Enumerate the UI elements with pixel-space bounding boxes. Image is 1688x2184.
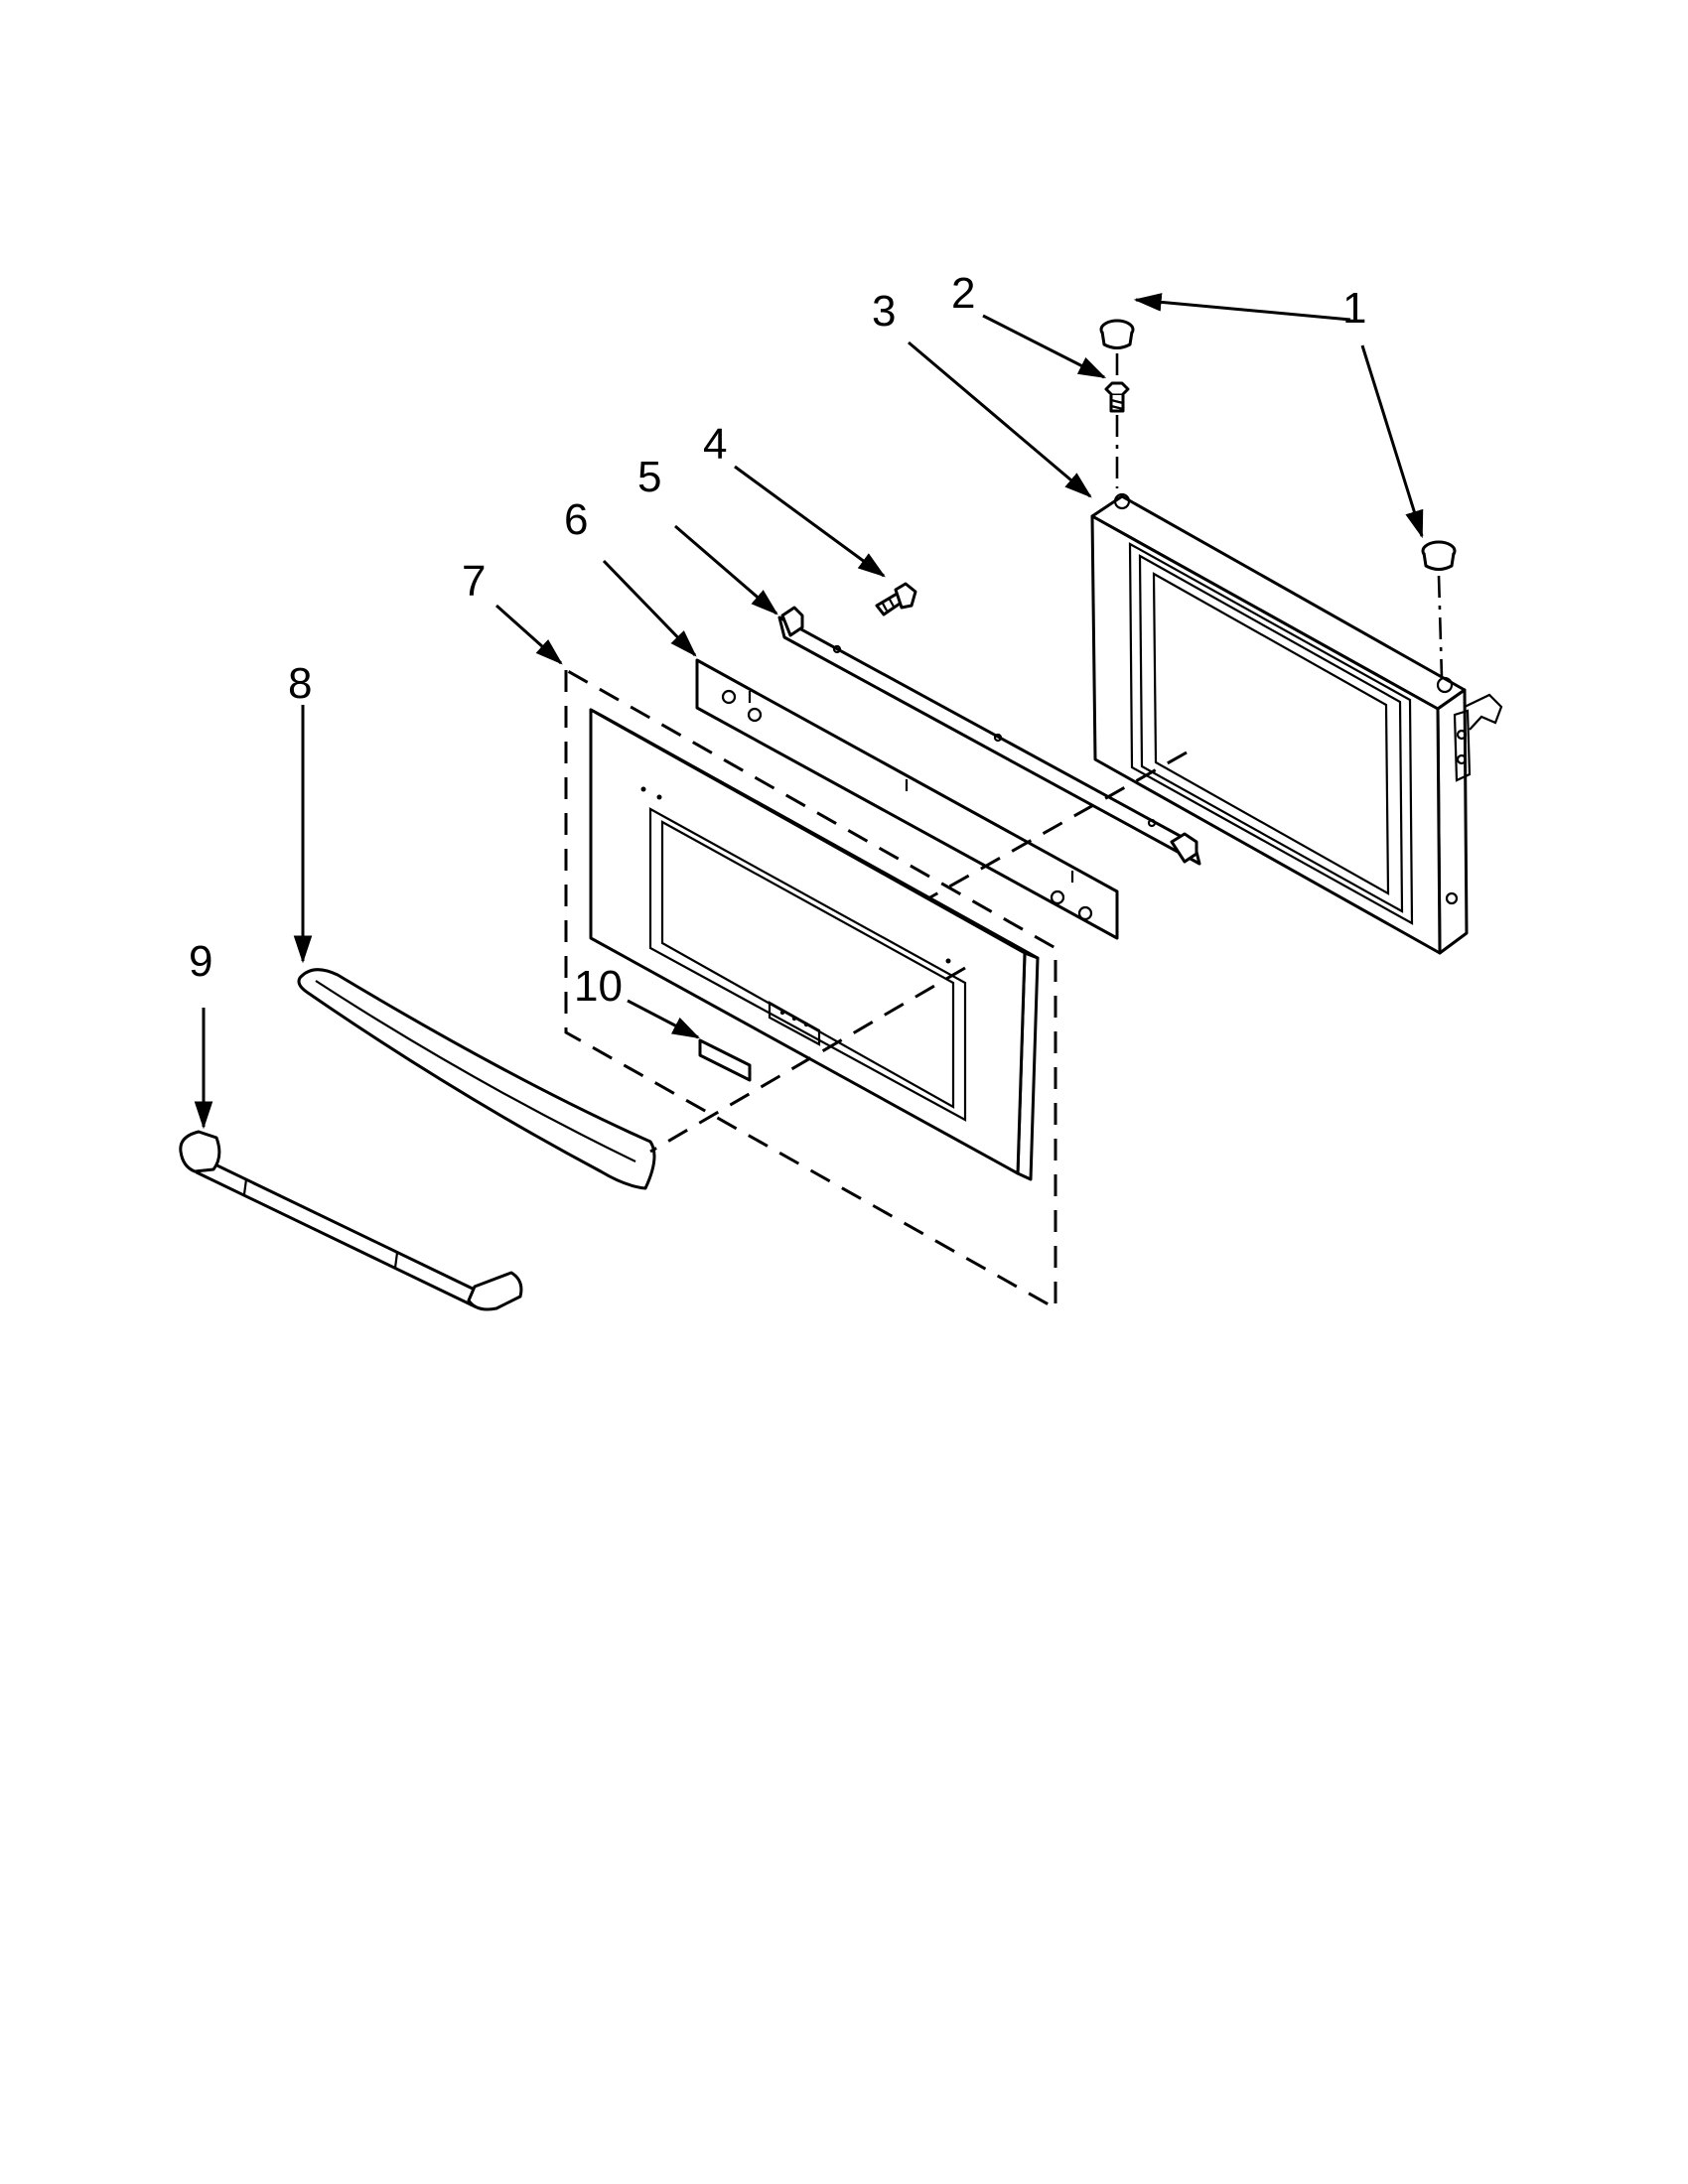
panel-part-6 (695, 658, 1119, 940)
callout-8: 8 (288, 659, 312, 708)
callout-1: 1 (1342, 284, 1366, 333)
screw-part-2 (1104, 381, 1130, 413)
leader-lines (194, 293, 1424, 1130)
bracket-strip-part-5 (777, 606, 1201, 866)
handle-part-9 (179, 1130, 523, 1311)
callout-4: 4 (703, 420, 727, 469)
callout-5: 5 (637, 453, 661, 501)
handle-trim-part-8 (297, 968, 656, 1190)
screw-part-4 (875, 582, 917, 616)
plug-part-1 (1099, 319, 1457, 571)
callout-6: 6 (564, 495, 588, 544)
callout-9: 9 (189, 937, 212, 986)
door-panel-part-7 (589, 708, 1040, 1181)
badge-part-10 (698, 1038, 752, 1082)
callout-2: 2 (951, 269, 975, 318)
door-frame-part-3 (1090, 492, 1503, 955)
callout-7: 7 (462, 557, 486, 606)
callout-3: 3 (872, 287, 896, 336)
callout-10: 10 (574, 962, 623, 1011)
